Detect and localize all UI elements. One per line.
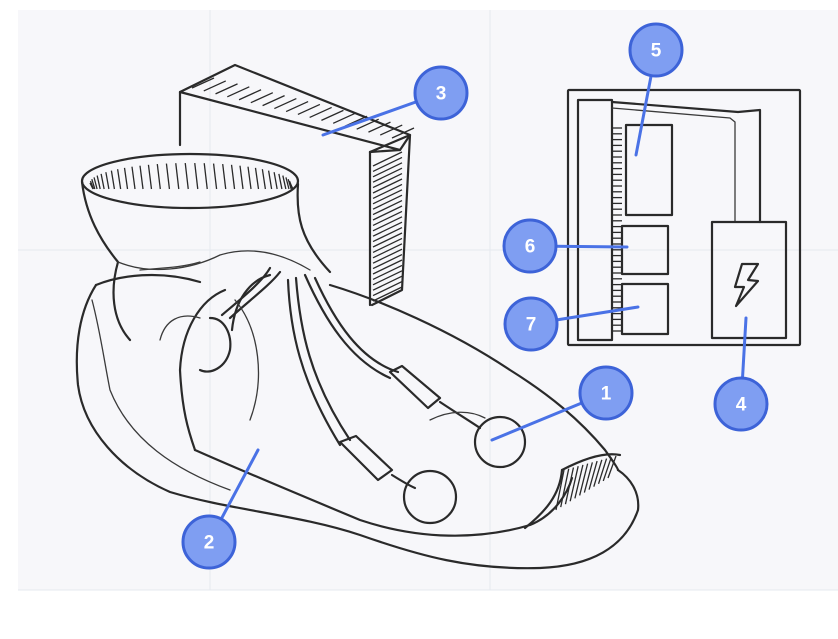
callout-number: 5 — [651, 41, 662, 62]
callout-number: 2 — [204, 533, 215, 554]
callout-number: 6 — [525, 237, 536, 258]
callout-number: 1 — [601, 384, 612, 405]
callout-number: 7 — [526, 315, 537, 336]
callout-number: 3 — [436, 84, 447, 105]
callout-number: 4 — [736, 395, 747, 416]
